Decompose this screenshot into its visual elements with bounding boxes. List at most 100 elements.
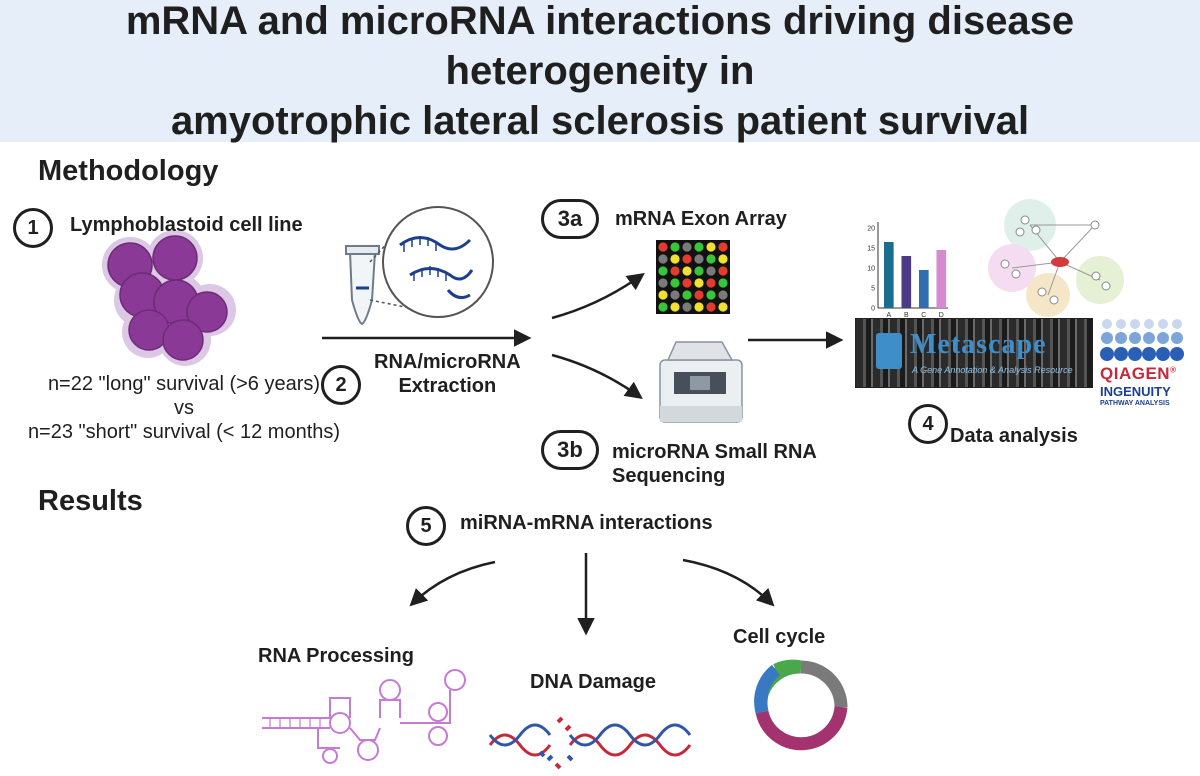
array-spot <box>682 242 692 252</box>
title-line-1: mRNA and microRNA interactions driving d… <box>125 0 1075 93</box>
array-spot <box>706 266 716 276</box>
exon-array-grid <box>656 240 730 314</box>
step-2-label: RNA/microRNA Extraction <box>374 350 521 398</box>
array-spot <box>682 266 692 276</box>
array-spot <box>706 290 716 300</box>
bar-chart-bar <box>901 256 912 308</box>
step-5-label: miRNA-mRNA interactions <box>460 512 713 534</box>
step-3b-label-line-2: Sequencing <box>612 465 726 487</box>
array-spot <box>694 242 704 252</box>
lymphoblastoid-cells-illustration <box>102 230 236 366</box>
array-spot <box>658 242 668 252</box>
array-spot <box>670 254 680 264</box>
step-2-badge: 2 <box>321 365 361 405</box>
outcome-dna-damage: DNA Damage <box>530 671 656 693</box>
qiagen-ingenuity-logo: QIAGEN® INGENUITY PATHWAY ANALYSIS <box>1098 318 1188 413</box>
rna-secondary-structure-illustration <box>262 669 466 764</box>
bar-chart-bar <box>919 270 929 308</box>
qiagen-dots-icon <box>1100 319 1184 361</box>
step-2-label-line-1: RNA/microRNA <box>374 351 521 373</box>
step-4-label: Data analysis <box>950 425 1078 447</box>
cell-cycle-donut <box>754 659 848 751</box>
arrow-to-rna-processing <box>409 560 496 607</box>
damaged-dna-illustration <box>488 716 692 770</box>
step-1-label: Lymphoblastoid cell line <box>70 214 303 236</box>
step-5-badge: 5 <box>406 506 446 546</box>
array-spot <box>694 254 704 264</box>
outcome-rna-processing: RNA Processing <box>258 645 414 667</box>
array-spot <box>694 290 704 300</box>
array-spot <box>670 266 680 276</box>
bar-chart-ytick-label: 10 <box>867 266 875 273</box>
array-spot <box>670 242 680 252</box>
sequencer-machine-illustration <box>659 341 743 423</box>
step-3b-label-line-1: microRNA Small RNA <box>612 441 817 463</box>
array-spot <box>658 302 668 312</box>
array-spot <box>658 290 668 300</box>
array-spot <box>706 302 716 312</box>
array-spot <box>658 278 668 288</box>
array-spot <box>658 254 668 264</box>
array-spot <box>670 290 680 300</box>
bar-chart: 20 15 10 5 0A B C D <box>867 222 948 319</box>
array-spot <box>718 302 728 312</box>
cohort-long: n=22 "long" survival (>6 years) <box>47 373 321 395</box>
bar-chart-ytick-label: 20 <box>867 226 875 233</box>
array-spot <box>694 278 704 288</box>
metascape-tagline: A Gene Annotation & Analysis Resource <box>912 365 1073 375</box>
cohort-vs: vs <box>174 397 194 419</box>
bar-chart-ytick-label: 0 <box>871 306 875 313</box>
title-banner: mRNA and microRNA interactions driving d… <box>0 0 1200 143</box>
arrow-to-sequencing <box>551 353 643 400</box>
bar-chart-ytick-label: 15 <box>867 246 875 253</box>
metascape-logo: Metascape A Gene Annotation & Analysis R… <box>855 318 1093 388</box>
arrow-to-cell-cycle <box>682 558 775 607</box>
bar-chart-category-label: A <box>886 312 891 319</box>
metascape-name: Metascape <box>910 329 1047 360</box>
array-spot <box>682 254 692 264</box>
cohort-description: n=22 "long" survival (>6 years) vs n=23 … <box>14 372 354 444</box>
array-spot <box>718 266 728 276</box>
array-spot <box>682 278 692 288</box>
arrow-to-exon-array <box>551 272 645 320</box>
array-spot <box>682 290 692 300</box>
bar-chart-category-label: B <box>904 312 909 319</box>
outcome-cell-cycle: Cell cycle <box>733 626 826 648</box>
page-title: mRNA and microRNA interactions driving d… <box>0 0 1200 146</box>
step-4-badge: 4 <box>908 404 948 444</box>
cohort-short: n=23 "short" survival (< 12 months) <box>27 421 341 443</box>
bar-chart-category-label: C <box>921 312 926 319</box>
array-spot <box>718 242 728 252</box>
array-spot <box>706 254 716 264</box>
methodology-heading: Methodology <box>38 155 219 187</box>
metascape-emblem-icon <box>876 333 902 369</box>
step-2-label-line-2: Extraction <box>398 375 497 397</box>
step-3b-label: microRNA Small RNA Sequencing <box>612 440 817 488</box>
step-3a-badge: 3a <box>541 199 599 239</box>
qiagen-brand: QIAGEN® <box>1100 364 1177 383</box>
step-3a-label: mRNA Exon Array <box>615 208 787 230</box>
qiagen-subtitle: PATHWAY ANALYSIS <box>1100 400 1170 407</box>
results-heading: Results <box>38 485 143 517</box>
network-graph-illustration <box>988 199 1124 317</box>
rna-extraction-tube-illustration <box>345 206 494 326</box>
array-spot <box>706 278 716 288</box>
array-spot <box>718 254 728 264</box>
array-spot <box>682 302 692 312</box>
array-spot <box>718 290 728 300</box>
qiagen-product: INGENUITY <box>1100 384 1171 399</box>
title-line-2: amyotrophic lateral sclerosis patient su… <box>170 99 1030 143</box>
step-3b-badge: 3b <box>541 430 599 470</box>
array-spot <box>658 266 668 276</box>
bar-chart-category-label: D <box>939 312 944 319</box>
bar-chart-ytick-label: 5 <box>871 286 875 293</box>
bar-chart-bar <box>936 250 947 308</box>
array-spot <box>670 302 680 312</box>
array-spot <box>670 278 680 288</box>
bar-chart-bar <box>884 242 894 308</box>
array-spot <box>694 302 704 312</box>
array-spot <box>694 266 704 276</box>
step-1-badge: 1 <box>13 208 53 248</box>
array-spot <box>718 278 728 288</box>
